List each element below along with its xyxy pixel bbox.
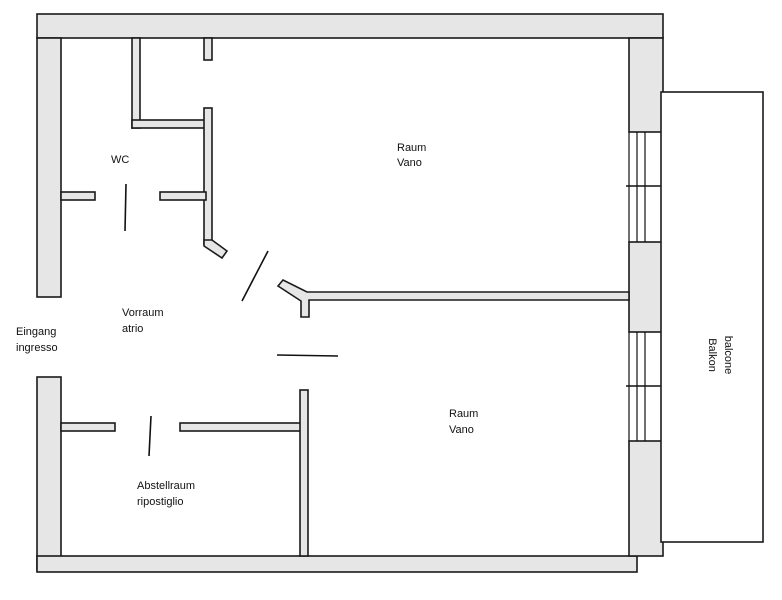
- label-raum-upper: Raum: [397, 142, 426, 154]
- wc-wall-right-vertical: [203, 107, 213, 245]
- wc-bottom-right: [159, 191, 207, 201]
- left-wall-upper: [36, 37, 62, 298]
- label-vorraum: Vorraum: [122, 307, 164, 319]
- window-upper: [626, 132, 666, 242]
- wc-wall-horizontal: [131, 119, 207, 129]
- label-raum-lower: Raum: [449, 408, 478, 420]
- bottom-wall: [36, 555, 638, 573]
- outer-walls: [36, 13, 664, 573]
- label-balcone: balcone: [722, 336, 734, 375]
- window-lower: [626, 332, 666, 441]
- room2-door: [276, 354, 339, 357]
- right-wall-mid: [628, 241, 664, 333]
- wc-wall-angle: [203, 239, 229, 260]
- balcony-outline: [660, 91, 764, 543]
- right-wall-top: [628, 37, 664, 133]
- wc-wall-left-vertical: [131, 37, 141, 129]
- label-ripostiglio: ripostiglio: [137, 496, 183, 508]
- wc-stub-top: [203, 37, 213, 61]
- label-ingresso: ingresso: [16, 342, 58, 354]
- storage-door: [148, 415, 152, 457]
- label-balkon: Balkon: [706, 338, 718, 372]
- top-wall: [36, 13, 664, 39]
- storage-wall-left: [60, 422, 116, 432]
- storage-wall-right: [179, 422, 303, 432]
- label-eingang: Eingang: [16, 326, 56, 338]
- lower-room-wall-vertical: [299, 389, 309, 557]
- label-atrio: atrio: [122, 323, 143, 335]
- wc-door: [124, 183, 127, 232]
- interior-walls: [60, 37, 630, 557]
- left-wall-lower: [36, 376, 62, 571]
- label-vano-upper: Vano: [397, 157, 422, 169]
- wc-bottom-left: [60, 191, 96, 201]
- room1-door: [241, 250, 269, 302]
- label-vano-lower: Vano: [449, 424, 474, 436]
- right-wall-bottom: [628, 440, 664, 557]
- label-wc: WC: [111, 154, 129, 166]
- doors: [124, 183, 339, 457]
- room-divider-y-wall: [276, 279, 630, 318]
- label-abstellraum: Abstellraum: [137, 480, 195, 492]
